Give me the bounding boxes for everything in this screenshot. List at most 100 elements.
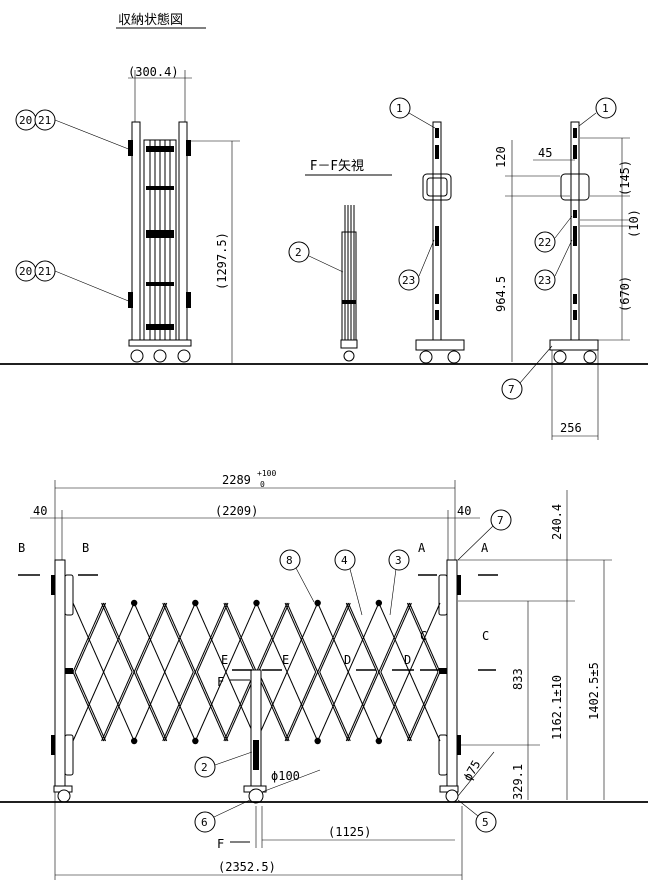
scissor-arm [378,671,410,742]
front-view: 2289 +100 0 40 40 (2209) B B [18,469,612,880]
scissor-arm [284,602,317,673]
pivot-joint [375,737,383,745]
caster-wheel [248,788,264,804]
scissor-arm [72,602,105,673]
scissor-arm [74,671,107,742]
caster-wheel [419,350,433,364]
scissor-arm [286,671,319,742]
scissor-arm [133,671,166,742]
section-b-left: B [18,541,25,555]
callout-7-front: 7 [457,509,512,561]
bracket [128,292,133,308]
scissor-arm [133,602,166,673]
dim-overall-tol-upper: +100 [257,469,276,478]
ff-view: F－F矢視 2 [288,159,392,362]
dim-1162: 1162.1±10 [550,675,564,740]
dim-1125: (1125) [328,825,371,839]
scissor-arm [162,671,194,742]
section-a-left: A [418,541,426,555]
ff-block [342,300,356,304]
pivot-joint [192,737,199,745]
storage-state-view: 収納状態図 (300.4) (1297.5) [15,12,240,363]
dim-2352: (2352.5) [218,860,276,874]
svg-text:21: 21 [38,265,51,278]
callout-2-ff: 2 [288,241,344,273]
callout-1-b: 1 [578,97,617,127]
leader-line [457,751,495,797]
pivot-joint [130,599,138,607]
dim-670: (670) [618,276,632,312]
side-view-a: 1 23 [389,97,465,364]
callout-22-b: 22 [534,215,573,253]
scissor-arm [194,602,227,673]
section-d-left: D [344,653,351,667]
dim-10: (10) [627,209,641,238]
scissor-arm [378,602,410,673]
dim-256: 256 [560,421,582,435]
caster-wheel [445,789,459,803]
scissor-arm [196,602,229,673]
section-e-right: E [282,653,289,667]
dim-120: 120 [494,146,508,168]
pivot-joint [314,599,321,607]
svg-text:23: 23 [538,274,551,287]
svg-text:7: 7 [508,383,515,396]
middle-post-fitting [253,740,259,770]
scissor-arm [284,671,317,742]
dim-145: (145) [618,160,632,196]
scissor-arm [196,671,229,742]
pivot-joint [314,737,321,745]
dim-40-right: 40 [457,504,471,518]
caster-base [549,339,599,351]
post-fitting [435,294,439,304]
dim-overall-width: 2289 [222,473,251,487]
scissor-arm [408,671,441,742]
scissor-arm [319,602,351,673]
svg-text:7: 7 [497,514,504,527]
dim-329: 329.1 [511,764,525,800]
scissor-arm [408,602,441,673]
svg-text:5: 5 [482,816,489,829]
hinge [65,668,73,674]
scissor-arm [72,671,105,742]
post-fitting [457,575,461,595]
scissor-arm [345,671,378,742]
pivot-joint [375,599,383,607]
scissor-arm [317,671,349,742]
scissor-arm [256,602,288,673]
post-fitting [573,145,577,159]
dim-40-left: 40 [33,504,47,518]
side-view-b: 964.5 120 45 (145) (10) (670) 256 1 22 [494,97,641,440]
post-fitting [435,145,439,159]
svg-text:4: 4 [341,554,348,567]
handle [560,173,590,201]
scissor-arm [135,602,168,673]
dim-833: 833 [511,668,525,690]
section-c-left: C [420,629,427,643]
caster-base [415,339,465,351]
caster-base [128,339,192,347]
scissor-arm [317,602,349,673]
callout-6: 6 [194,799,251,833]
post-fitting [435,226,439,246]
callout-2-front: 2 [194,751,253,778]
svg-text:21: 21 [38,114,51,127]
scissor-arm [225,602,257,673]
caster-wheel [57,789,71,803]
pivot-joint [130,737,138,745]
ff-view-title: F－F矢視 [310,159,364,174]
caster-wheel [130,349,144,363]
callout-23-a: 23 [398,239,435,291]
ff-wheel [343,350,355,362]
pivot-joint [192,599,199,607]
callout-8: 8 [279,549,315,603]
bracket [186,140,191,156]
scissor-arm [345,602,378,673]
handle-inner [426,177,448,197]
dim-storage-width: (300.4) [128,65,179,79]
svg-text:2: 2 [201,761,208,774]
bracket [128,140,133,156]
dim-45: 45 [538,146,552,160]
scissor-arm [258,671,290,742]
